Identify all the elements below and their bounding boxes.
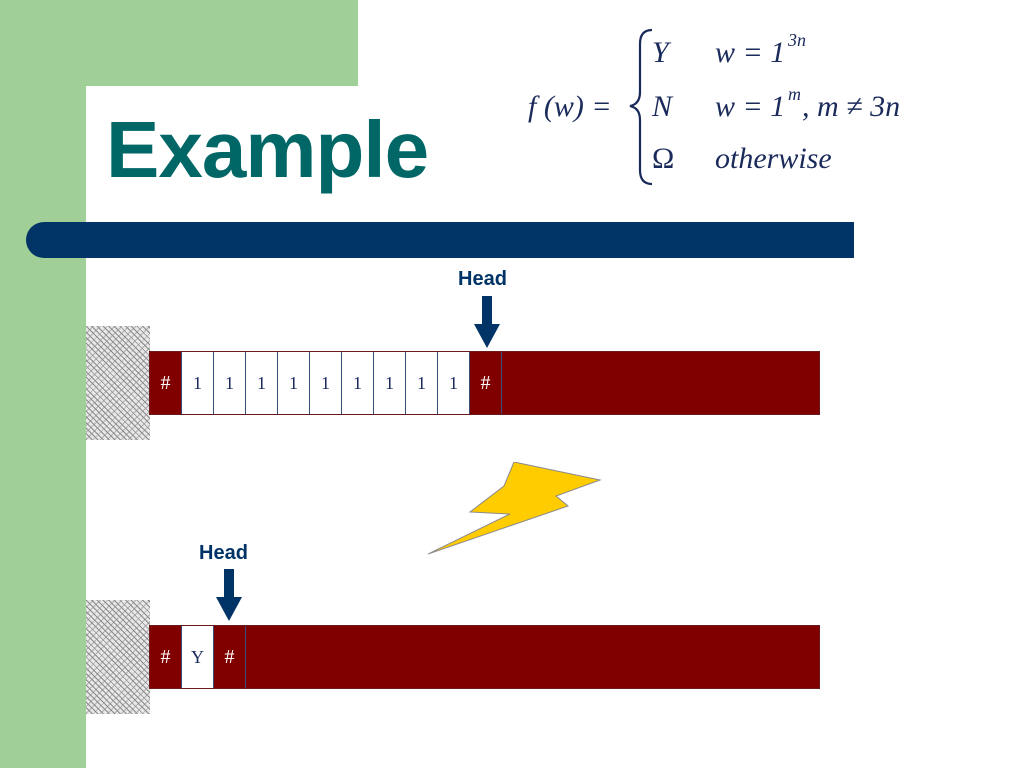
case-2-extra: , m ≠ 3n: [802, 90, 900, 123]
content-area-corner: [86, 86, 206, 206]
top-head-label: Head: [458, 268, 507, 290]
tape-cell: 1: [214, 352, 246, 414]
tape-cell: 1: [182, 352, 214, 414]
tape-cell: 1: [342, 352, 374, 414]
piecewise-formula: f (w) = Y w = 1 3n N w = 1 m , m ≠ 3n Ω …: [500, 20, 940, 196]
case-1-exponent: 3n: [787, 30, 806, 50]
tape-cell: Y: [182, 626, 214, 688]
bottom-tape: #Y#: [149, 625, 820, 689]
case-3-condition: otherwise: [715, 142, 832, 175]
tape-cell: 1: [438, 352, 470, 414]
bottom-head-arrow-icon: [216, 569, 242, 621]
top-tape-wall: [86, 326, 150, 440]
case-1-condition: w = 1: [715, 36, 785, 69]
tape-cell: #: [150, 626, 182, 688]
lightning-bolt-icon: [428, 462, 602, 555]
slide-title: Example: [106, 105, 429, 194]
case-2-output: N: [651, 90, 674, 123]
green-background-left: [0, 0, 86, 768]
title-divider-bar: [26, 222, 854, 258]
tape-cell: 1: [246, 352, 278, 414]
bottom-head-label: Head: [199, 542, 248, 564]
formula-brace: [629, 28, 653, 186]
tape-cell: #: [214, 626, 246, 688]
case-1-output: Y: [652, 36, 672, 69]
tape-cell: 1: [406, 352, 438, 414]
tape-cell: 1: [310, 352, 342, 414]
case-2-condition: w = 1: [715, 90, 785, 123]
case-2-exponent: m: [788, 84, 801, 104]
tape-cell: #: [150, 352, 182, 414]
top-head-arrow-icon: [474, 296, 500, 348]
formula-lhs: f (w) =: [528, 90, 612, 123]
tape-cell: #: [470, 352, 502, 414]
tape-cell: 1: [374, 352, 406, 414]
case-3-output: Ω: [652, 142, 674, 175]
bottom-tape-wall: [86, 600, 150, 714]
tape-cell: 1: [278, 352, 310, 414]
